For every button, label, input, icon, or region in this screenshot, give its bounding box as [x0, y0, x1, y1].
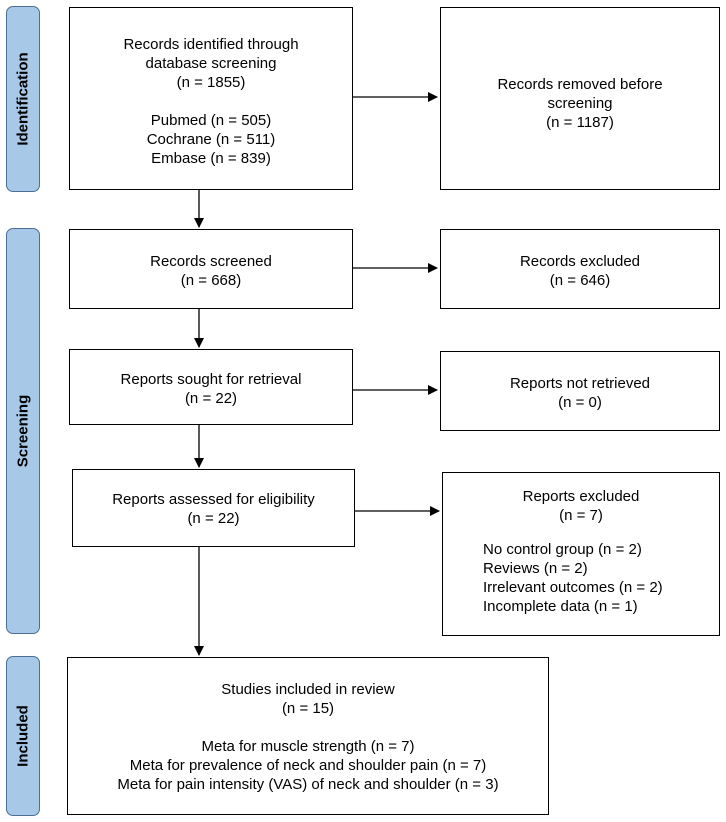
studies-included-count: (n = 15) — [281, 700, 335, 717]
records-screened-box: Records screened (n = 668) — [69, 229, 353, 309]
reports-excluded-label: Reports excluded — [522, 488, 640, 505]
records-identified-line2: database screening — [145, 55, 277, 72]
meta-analysis-item: Meta for pain intensity (VAS) of neck an… — [117, 776, 499, 793]
records-excluded-count: (n = 646) — [549, 272, 611, 289]
reports-assessed-count: (n = 22) — [187, 510, 240, 527]
exclusion-reason: Reviews (n = 2) — [483, 560, 588, 577]
reports-assessed-box: Reports assessed for eligibility (n = 22… — [72, 469, 355, 547]
records-identified-line1: Records identified through — [123, 36, 299, 53]
studies-included-label: Studies included in review — [221, 681, 395, 698]
studies-included-box: Studies included in review (n = 15) Meta… — [67, 657, 549, 815]
records-removed-line1: Records removed before — [497, 76, 663, 93]
records-identified-count: (n = 1855) — [176, 74, 246, 91]
records-screened-label: Records screened — [150, 253, 272, 270]
records-screened-count: (n = 668) — [180, 272, 242, 289]
records-identified-box: Records identified through database scre… — [69, 7, 353, 190]
reports-not-retrieved-box: Reports not retrieved (n = 0) — [440, 351, 720, 431]
reports-sought-box: Reports sought for retrieval (n = 22) — [69, 349, 353, 425]
exclusion-reason: Irrelevant outcomes (n = 2) — [483, 579, 663, 596]
phase-label-screening: Screening — [6, 228, 40, 634]
exclusion-reason: No control group (n = 2) — [483, 541, 642, 558]
records-excluded-box: Records excluded (n = 646) — [440, 229, 720, 309]
meta-analysis-item: Meta for prevalence of neck and shoulder… — [129, 757, 487, 774]
source-cochrane: Cochrane (n = 511) — [146, 131, 276, 148]
records-removed-box: Records removed before screening (n = 11… — [440, 7, 720, 190]
reports-assessed-label: Reports assessed for eligibility — [112, 491, 315, 508]
reports-excluded-count: (n = 7) — [559, 507, 603, 524]
phase-label-included: Included — [6, 656, 40, 816]
reports-sought-label: Reports sought for retrieval — [120, 371, 302, 388]
reports-not-retrieved-label: Reports not retrieved — [509, 375, 651, 392]
source-pubmed: Pubmed (n = 505) — [150, 112, 272, 129]
exclusion-reason: Incomplete data (n = 1) — [483, 598, 638, 615]
phase-label-identification: Identification — [6, 6, 40, 192]
records-excluded-label: Records excluded — [519, 253, 641, 270]
reports-excluded-box: Reports excluded (n = 7) No control grou… — [442, 472, 720, 636]
reports-sought-count: (n = 22) — [184, 390, 238, 407]
records-removed-line2: screening — [547, 95, 613, 112]
records-removed-count: (n = 1187) — [546, 114, 614, 131]
source-embase: Embase (n = 839) — [151, 150, 271, 167]
reports-not-retrieved-count: (n = 0) — [558, 394, 602, 411]
meta-analysis-item: Meta for muscle strength (n = 7) — [201, 738, 415, 755]
